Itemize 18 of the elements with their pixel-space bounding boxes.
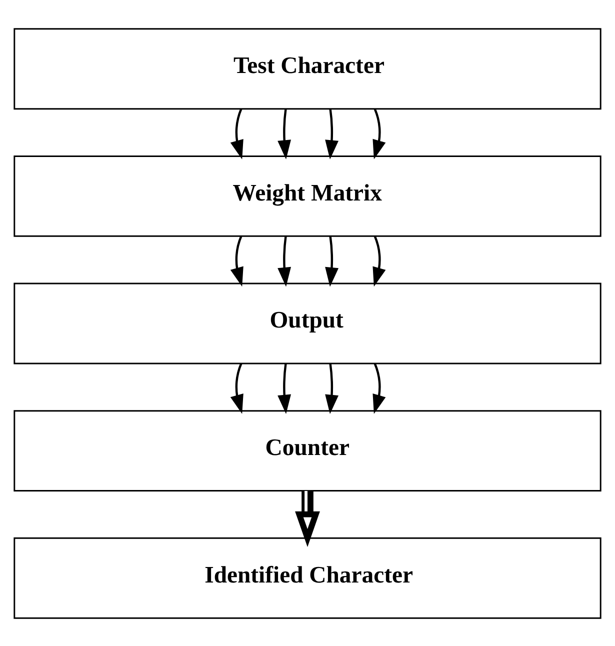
arrow (278, 236, 292, 286)
arrow (372, 108, 386, 159)
arrow (230, 362, 244, 414)
arrow (325, 363, 339, 414)
node-box: Weight Matrix (14, 154, 602, 236)
node-box: Counter (14, 410, 602, 492)
arrow (278, 363, 292, 414)
arrow (372, 362, 386, 414)
arrow (372, 235, 386, 286)
arrow (325, 236, 339, 286)
arrow (295, 490, 320, 546)
arrow (325, 108, 339, 159)
arrow (278, 108, 292, 159)
node-box: Identified Character (14, 536, 602, 618)
arrow (230, 108, 244, 159)
arrow (230, 235, 244, 286)
node-box: Test Character (14, 28, 602, 110)
node-box: Output (14, 282, 602, 364)
